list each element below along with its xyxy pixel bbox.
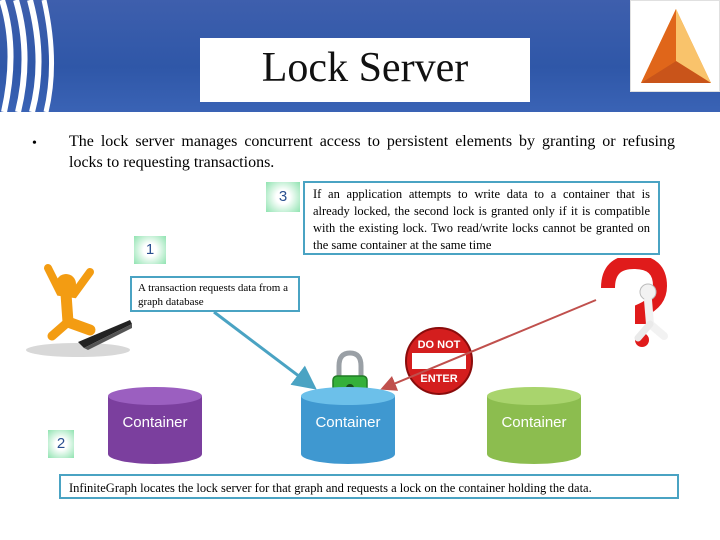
step-1-number: 1 [134, 236, 166, 264]
page-title: Lock Server [261, 45, 469, 91]
title-box [200, 38, 530, 102]
bullet-text: The lock server manages concurrent acces… [69, 133, 675, 171]
logo-icon [641, 9, 711, 83]
header-stripes-icon [0, 0, 55, 112]
step-2-number: 2 [48, 430, 74, 458]
step-3-number: 3 [266, 182, 300, 212]
request-arrow [213, 310, 317, 390]
question-mark-person-icon [601, 258, 668, 347]
sign-line-2: ENTER [420, 373, 457, 385]
bullet-marker: • [32, 136, 37, 151]
cylinder-icon [108, 387, 202, 464]
step-1-note: A transaction requests data from a graph… [130, 276, 300, 312]
container-green: Container [486, 386, 582, 466]
do-not-enter-sign: DO NOT ENTER [404, 326, 474, 396]
sign-line-1: DO NOT [418, 339, 461, 351]
container-label: Container [501, 414, 567, 431]
header: Lock Server [0, 0, 720, 115]
person-with-laptop-icon [26, 264, 132, 357]
cylinder-icon [487, 387, 581, 464]
container-label: Container [315, 414, 381, 431]
do-not-enter-sign-icon: DO NOT ENTER [405, 327, 473, 395]
step-2-note: InfiniteGraph locates the lock server fo… [59, 474, 679, 499]
container-purple: Container [107, 386, 203, 466]
step-3-note: If an application attempts to write data… [303, 181, 660, 255]
container-label: Container [122, 414, 188, 431]
cylinder-icon [301, 387, 395, 464]
container-blue: Container [300, 386, 396, 466]
logo [630, 0, 720, 92]
